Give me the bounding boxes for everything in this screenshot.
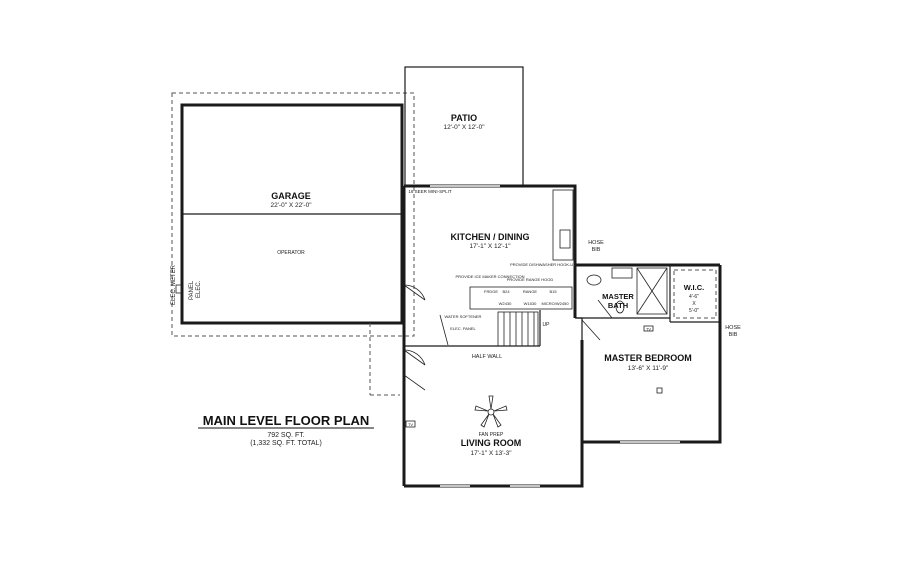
- elec-meter-label: ELEC. METER: [171, 264, 177, 305]
- hose-bib-2-line2: BIB: [729, 332, 738, 338]
- garage: GARAGE 22'-0" X 22'-0" OPERATOR ELEC. ME…: [171, 92, 415, 396]
- fan-blade-4: [480, 413, 490, 428]
- living-south-wall: [404, 340, 584, 488]
- toilet-icon: [615, 300, 625, 314]
- living-tv-icon: [405, 420, 416, 428]
- half-wall-label: HALF WALL: [472, 354, 502, 360]
- mini-split-label: 16 SEER MINI-SPLIT: [408, 189, 452, 194]
- master-bath-name-2: BATH: [608, 301, 628, 310]
- dishwasher-label: PROVIDE DISHWASHER HOOK-UP: [510, 262, 576, 267]
- garage-outline-dashed: [171, 92, 415, 337]
- bath-sink-icon: [586, 274, 602, 286]
- up-label: UP: [543, 322, 551, 328]
- wall-jog: [575, 317, 583, 340]
- kitchen-counter-east: [552, 189, 574, 261]
- sink-icon: [559, 229, 571, 249]
- range-label: RANGE: [523, 289, 538, 294]
- title-block: MAIN LEVEL FLOOR PLAN 792 SQ. FT. (1,332…: [198, 413, 374, 447]
- fan-blade-5: [474, 405, 489, 412]
- area-total: (1,332 SQ. FT. TOTAL): [250, 440, 322, 447]
- front-door: [403, 349, 426, 366]
- fan-prep-label: FAN PREP: [479, 432, 504, 438]
- patio-dim: 12'-0" X 12'-0": [443, 124, 485, 131]
- hose-bib-1-line2: BIB: [592, 247, 601, 253]
- kitchen-walls: [404, 184, 577, 318]
- closet-door: [439, 314, 449, 346]
- w2430-label: W2430: [499, 301, 512, 306]
- elec-label: ELEC.: [196, 280, 202, 298]
- wic-name: W.I.C.: [684, 283, 704, 292]
- wic: W.I.C. 4'-6" X 5'-0" HOSE BIB: [673, 269, 741, 338]
- elec-meter-icon: [175, 284, 182, 294]
- shower-icon: [636, 267, 668, 315]
- range-hood-label: PROVIDE RANGE HOOD: [507, 277, 554, 282]
- ceiling-fixture-icon: [656, 387, 663, 394]
- fridge-label: FRDGE: [484, 289, 498, 294]
- patio: PATIO 12'-0" X 12'-0": [404, 66, 524, 187]
- front-door-2: [403, 374, 426, 391]
- living-tv-label: TV: [408, 422, 413, 427]
- garage-name: GARAGE: [271, 191, 311, 201]
- operator-label: OPERATOR: [277, 250, 305, 256]
- wic-dim-2: X: [692, 301, 696, 307]
- bedroom-tv-icon: [643, 325, 654, 332]
- bedroom-tv-label: TV: [646, 327, 651, 332]
- kitchen-dim: 17'-1" X 12'-1": [469, 243, 511, 250]
- doors: [403, 284, 613, 391]
- bath-door: [597, 299, 613, 319]
- shower-diagonal-2: [636, 267, 668, 315]
- master-bedroom: MASTER BEDROOM 13'-6" X 11'-9" TV: [604, 325, 692, 394]
- master-bath-name-1: MASTER: [602, 292, 634, 301]
- fan-blade-1: [488, 395, 494, 410]
- kitchen-name: KITCHEN / DINING: [450, 232, 529, 242]
- wic-dim-3: 5'-0": [689, 308, 699, 314]
- hose-bib-1-line1: HOSE: [588, 240, 604, 246]
- bedroom-door: [581, 319, 601, 341]
- master-bath: MASTER BATH: [586, 267, 668, 315]
- fan-blade-2: [493, 405, 508, 412]
- b15-label: B15: [549, 289, 557, 294]
- wic-dim-1: 4'-6": [689, 294, 699, 300]
- w1530-label: W1530: [524, 301, 537, 306]
- master-bedroom-dim: 13'-6" X 11'-9": [628, 365, 669, 372]
- kitchen: KITCHEN / DINING 17'-1" X 12'-1" 16 SEER…: [408, 189, 604, 331]
- b24-label: B24: [502, 289, 510, 294]
- stair-outline: [497, 311, 539, 347]
- living-room: FAN PREP LIVING ROOM 17'-1" X 13'-3" TV: [405, 395, 522, 457]
- patio-name: PATIO: [451, 113, 477, 123]
- house-walls: [402, 184, 722, 488]
- fan-blade-3: [492, 413, 502, 428]
- water-softener-label: WATER SOFTENER: [445, 314, 482, 319]
- master-bedroom-name: MASTER BEDROOM: [604, 353, 692, 363]
- bath-vanity: [611, 267, 633, 279]
- ceiling-fan-icon: [474, 395, 508, 428]
- area-main: 792 SQ. FT.: [267, 432, 304, 439]
- hose-bib-2-line1: HOSE: [725, 325, 741, 331]
- living-room-name: LIVING ROOM: [461, 438, 522, 448]
- elec-panel-label: ELEC. PANEL: [450, 326, 476, 331]
- panel-label: PANEL: [189, 280, 195, 300]
- garage-entry-door: [403, 284, 426, 301]
- kitchen-counter-south: [469, 286, 573, 310]
- micro-label: MICRO/W2450: [541, 301, 569, 306]
- wic-inner-dashed: [673, 269, 717, 319]
- ice-maker-label: PROVIDE ICE MAKER CONNECTION: [455, 274, 524, 279]
- stairs: UP HALF WALL: [472, 311, 551, 360]
- plan-title: MAIN LEVEL FLOOR PLAN: [203, 413, 370, 428]
- living-room-dim: 17'-1" X 13'-3": [470, 450, 512, 457]
- garage-dim: 22'-0" X 22'-0": [270, 202, 312, 209]
